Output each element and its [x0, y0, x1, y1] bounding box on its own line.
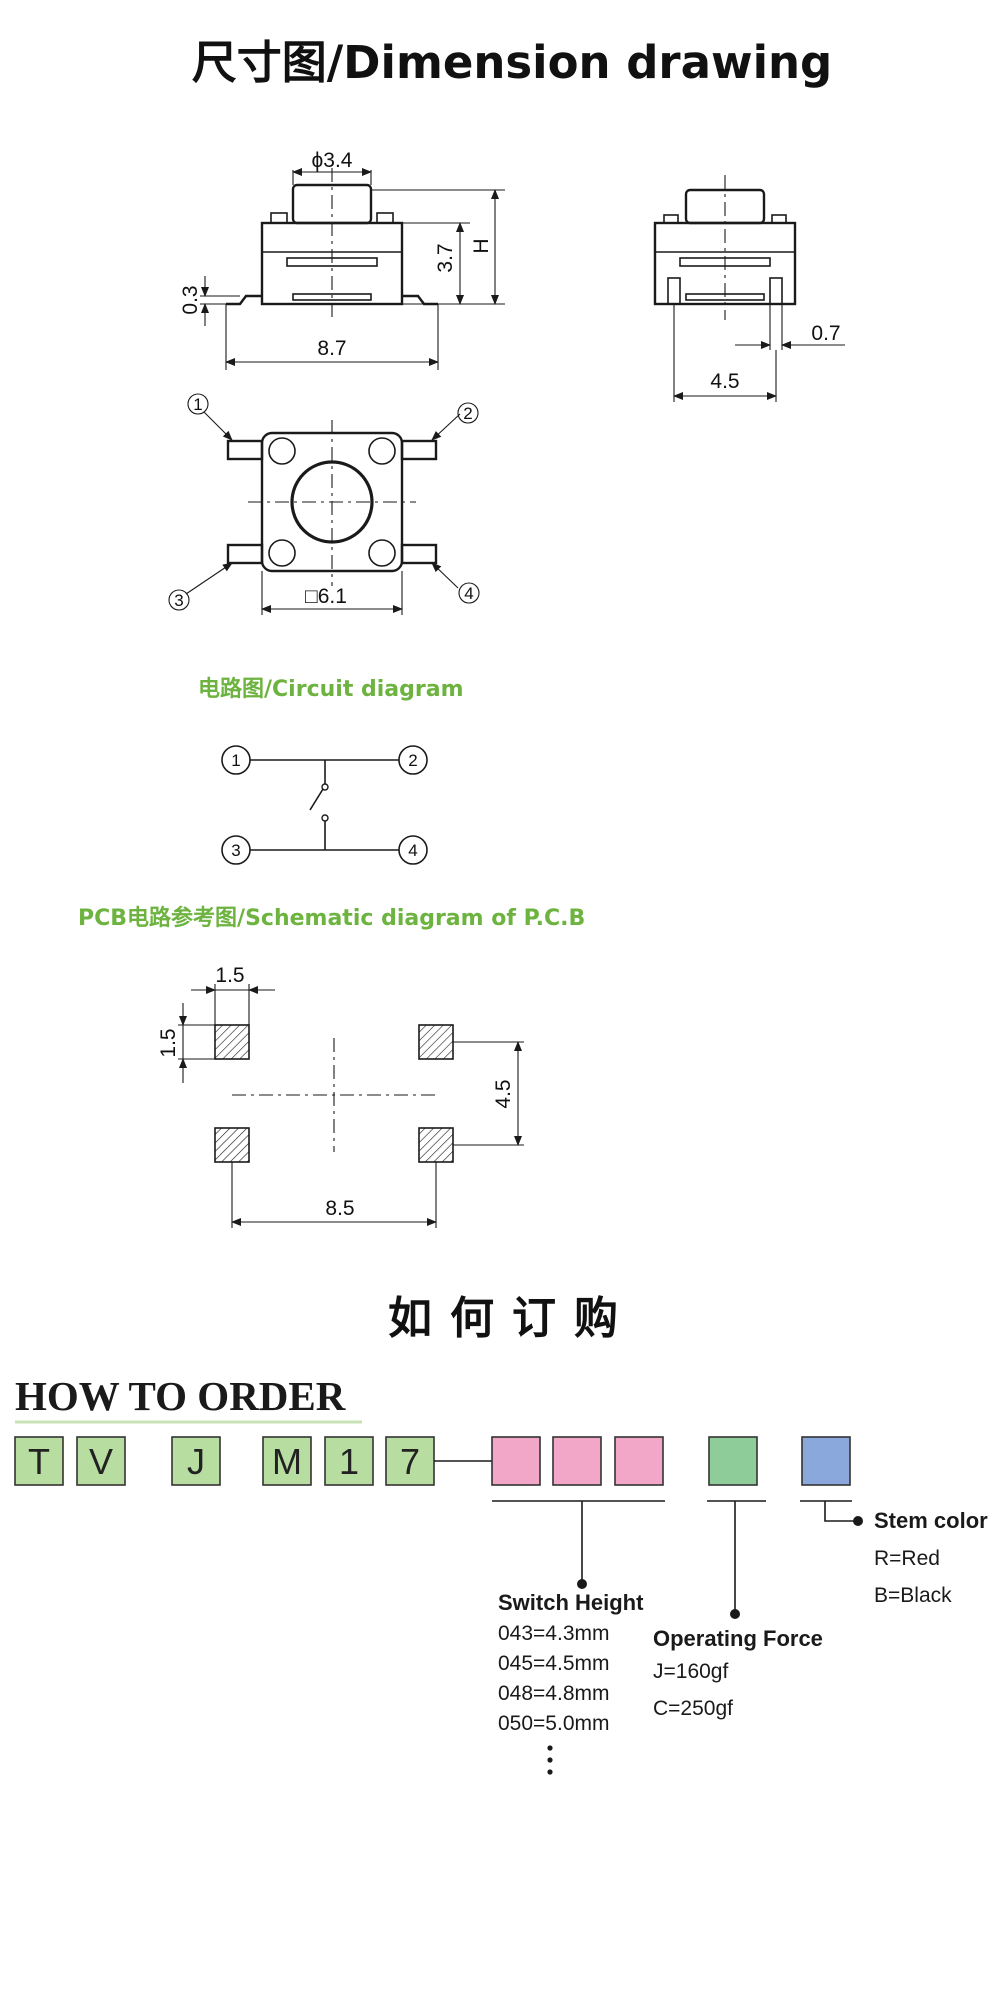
dim-width-8-7: 8.7: [317, 337, 346, 360]
letter-box: 7: [385, 1436, 435, 1486]
svg-text:M: M: [272, 1441, 302, 1482]
letter-box: T: [14, 1436, 64, 1486]
circuit-diagram: 1 2 3 4: [221, 745, 428, 865]
svg-text:2: 2: [408, 751, 417, 770]
pcb-pad: [418, 1024, 454, 1060]
stem-color-box: [801, 1436, 851, 1486]
svg-text:1: 1: [193, 395, 202, 414]
pcb-dim-vertical: 4.5: [492, 1079, 515, 1108]
circuit-pin-1: 1: [221, 745, 251, 775]
pcb-pad: [214, 1024, 250, 1060]
pcb-pad: [418, 1127, 454, 1163]
pin-label-4: 4: [458, 582, 480, 604]
dim-stem-diameter: ϕ3.4: [312, 149, 353, 172]
pin-label-1: 1: [187, 393, 209, 415]
page-title: 尺寸图/Dimension drawing: [192, 36, 833, 89]
svg-text:4: 4: [408, 841, 417, 860]
dim-lead-0-3: 0.3: [179, 285, 202, 314]
circuit-title: 电路图/Circuit diagram: [198, 676, 464, 702]
side-view: 0.7 4.5: [653, 175, 845, 402]
circuit-pin-4: 4: [398, 835, 428, 865]
order-title-en: HOW TO ORDER: [15, 1373, 346, 1419]
svg-text:4: 4: [464, 584, 473, 603]
svg-text:3: 3: [231, 841, 240, 860]
operating-force-option: J=160gf: [653, 1660, 728, 1683]
switch-height-legend: Switch Height 043=4.3mm 045=4.5mm 048=4.…: [498, 1590, 644, 1775]
front-view: ϕ3.4 3.7 H 0.3 8.7: [179, 149, 505, 370]
circuit-pin-3: 3: [221, 835, 251, 865]
dim-height-3-7: 3.7: [434, 243, 457, 272]
svg-text:2: 2: [463, 404, 472, 423]
switch-height-option: 045=4.5mm: [498, 1652, 609, 1675]
dim-height-h: H: [470, 238, 493, 253]
svg-text:J: J: [187, 1441, 205, 1482]
order-leaders: [492, 1500, 863, 1619]
dim-square-6-1: □6.1: [305, 585, 347, 608]
pin-label-2: 2: [457, 402, 479, 424]
circuit-pin-2: 2: [398, 745, 428, 775]
svg-text:3: 3: [174, 591, 183, 610]
letter-box: J: [171, 1436, 221, 1486]
stem-color-label: Stem color: [874, 1508, 988, 1533]
ellipsis-icon: [547, 1745, 553, 1775]
svg-text:T: T: [28, 1441, 50, 1482]
pin-label-3: 3: [168, 589, 190, 611]
switch-height-box: [491, 1436, 541, 1486]
letter-box: V: [76, 1436, 126, 1486]
svg-text:1: 1: [339, 1441, 359, 1482]
svg-text:7: 7: [400, 1441, 420, 1482]
letter-box: 1: [324, 1436, 374, 1486]
switch-height-option: 048=4.8mm: [498, 1682, 609, 1705]
stem-color-legend: Stem color R=Red B=Black: [874, 1508, 988, 1607]
operating-force-box: [708, 1436, 758, 1486]
switch-height-box: [552, 1436, 602, 1486]
dim-pin-4-5: 4.5: [710, 370, 739, 393]
dim-pin-0-7: 0.7: [811, 322, 840, 345]
order-code: T V J M 1 7: [14, 1436, 851, 1486]
svg-text:V: V: [89, 1441, 113, 1482]
stem-color-option: R=Red: [874, 1547, 940, 1570]
pcb-diagram: 1.5 1.5 4.5 8.5: [157, 964, 524, 1228]
pcb-title: PCB电路参考图/Schematic diagram of P.C.B: [78, 905, 585, 931]
pcb-pad: [214, 1127, 250, 1163]
operating-force-label: Operating Force: [653, 1626, 823, 1651]
stem-color-option: B=Black: [874, 1584, 952, 1607]
switch-height-option: 043=4.3mm: [498, 1622, 609, 1645]
switch-height-option: 050=5.0mm: [498, 1712, 609, 1735]
order-title-cn: 如何订购: [388, 1293, 636, 1344]
top-view: 1 2 3 4 □6.1: [168, 393, 480, 615]
pcb-dim-pad-height: 1.5: [157, 1028, 180, 1057]
pcb-dim-pad-width: 1.5: [215, 964, 244, 987]
operating-force-legend: Operating Force J=160gf C=250gf: [653, 1626, 823, 1720]
letter-box: M: [262, 1436, 312, 1486]
pcb-dim-width: 8.5: [325, 1197, 354, 1220]
svg-text:1: 1: [231, 751, 240, 770]
switch-height-box: [614, 1436, 664, 1486]
switch-height-label: Switch Height: [498, 1590, 644, 1615]
operating-force-option: C=250gf: [653, 1697, 733, 1720]
